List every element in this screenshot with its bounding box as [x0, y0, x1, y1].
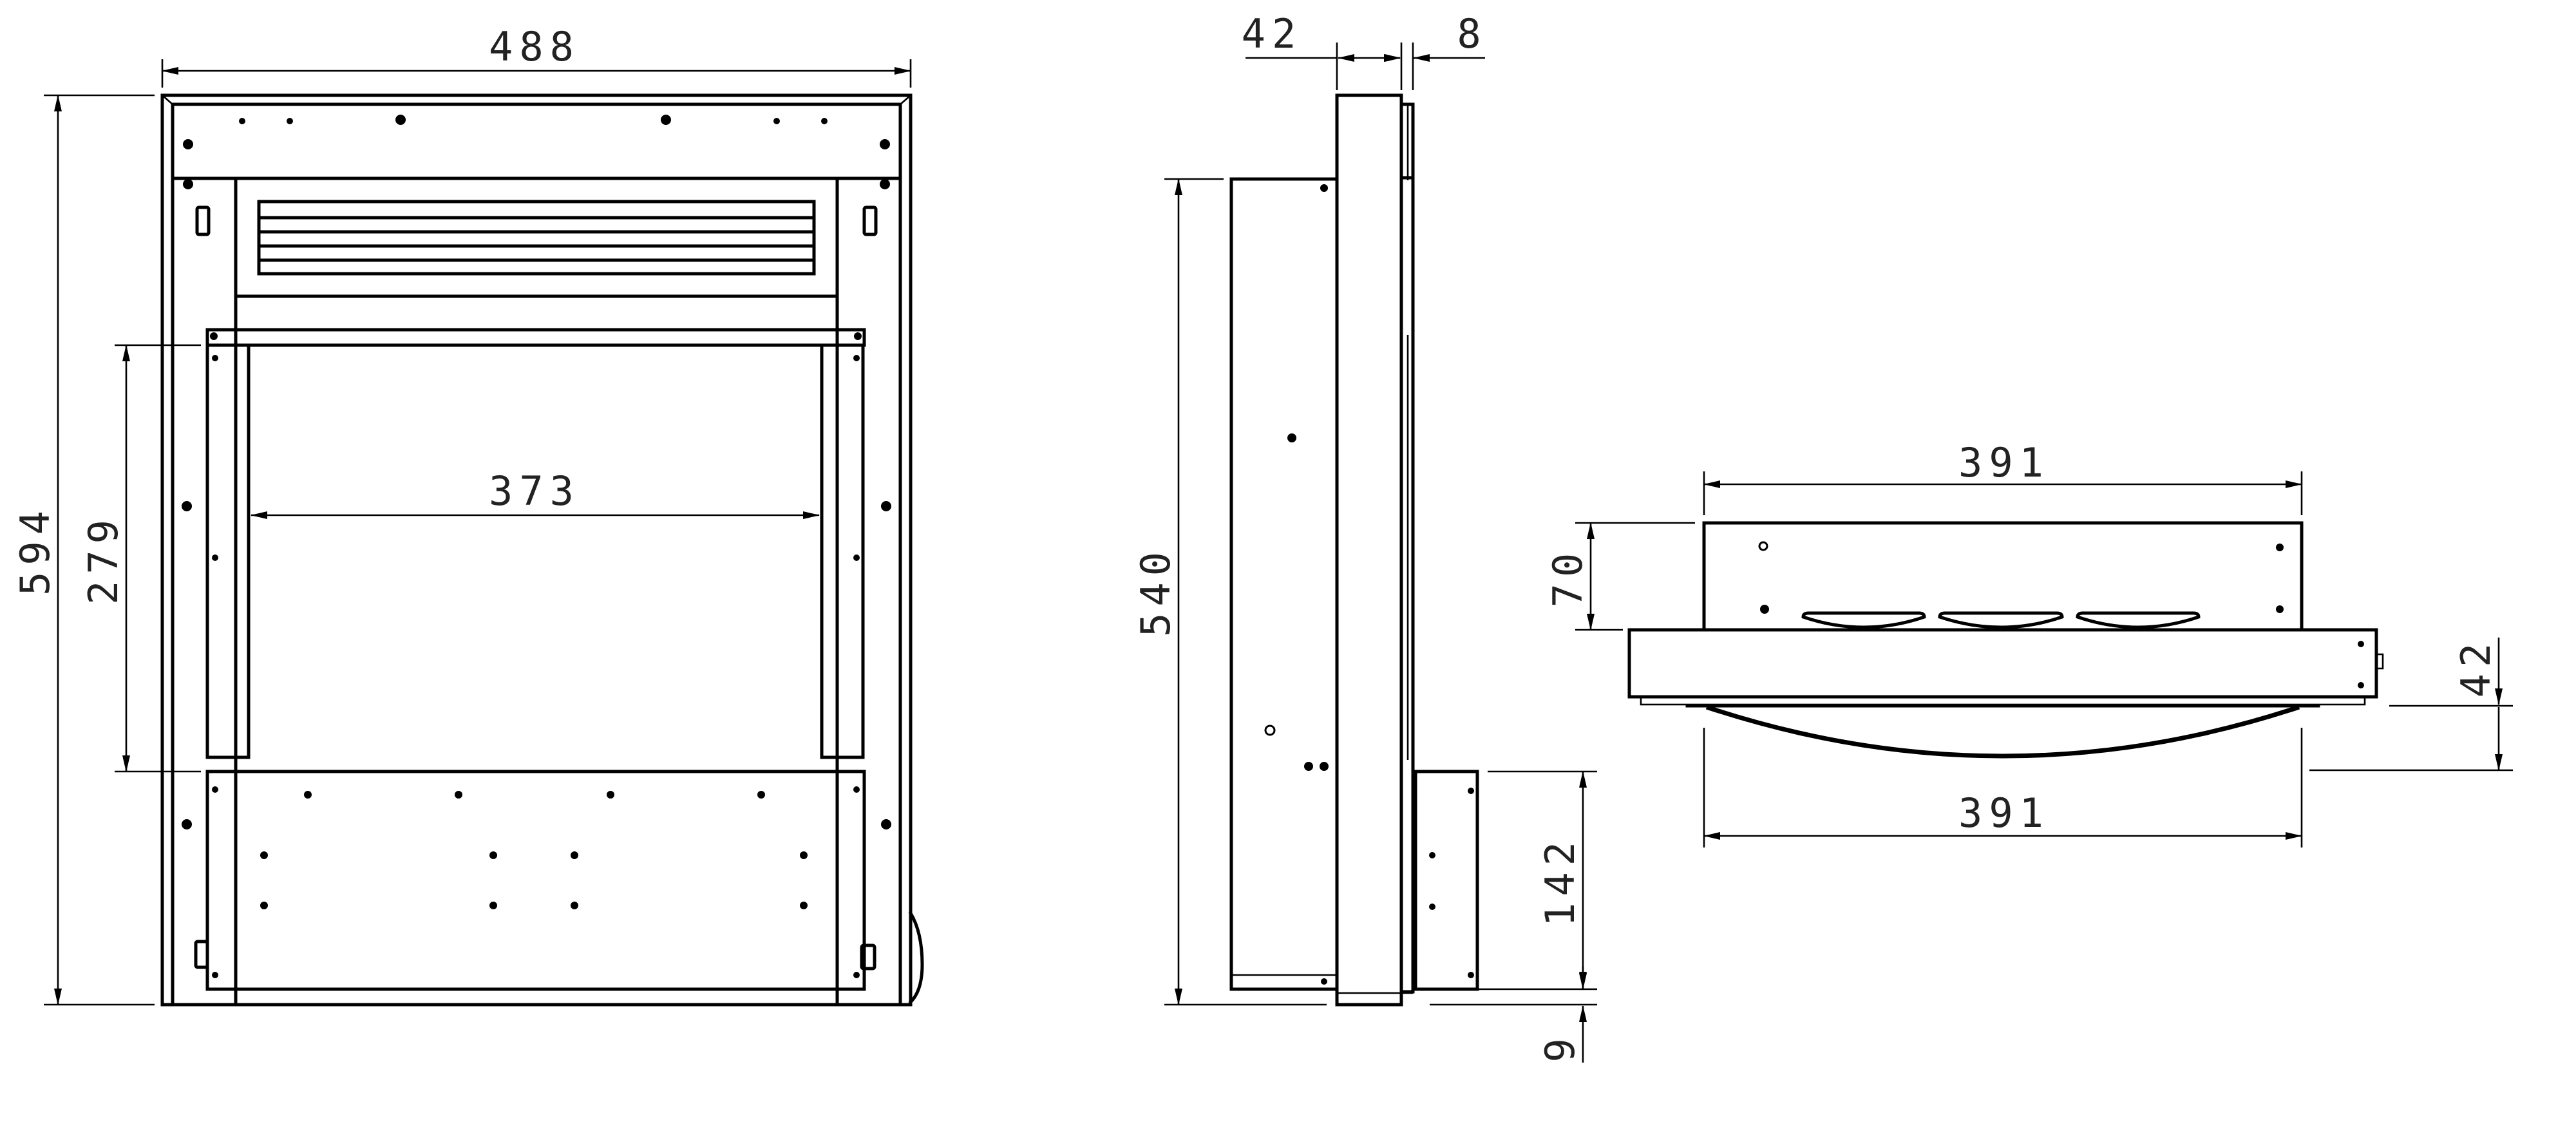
- dimension-top-width-upper: 391: [1703, 439, 2303, 515]
- label-142: 142: [1537, 835, 1584, 927]
- label-391-lower: 391: [1958, 790, 2050, 837]
- switch-cable: [908, 911, 924, 1005]
- label-391-upper: 391: [1958, 439, 2050, 486]
- right-slot: [862, 205, 878, 236]
- vent-slats: [257, 216, 816, 262]
- label-42-side: 42: [1242, 10, 1303, 57]
- side-frame: [1335, 93, 1403, 1007]
- label-594: 594: [12, 504, 59, 596]
- side-bottom-block: [1414, 770, 1479, 991]
- top-fixing-dots: [1758, 541, 2364, 688]
- dimension-side-offset: 9: [1430, 966, 1597, 1063]
- top-fuel-bed: [1801, 611, 2201, 629]
- label-9: 9: [1537, 1032, 1584, 1062]
- label-70: 70: [1544, 547, 1591, 608]
- dimension-top-height: 70: [1544, 522, 1695, 631]
- top-knob: [2375, 653, 2384, 670]
- dimension-side-depth: 42 8: [1242, 10, 1487, 90]
- dimension-top-front-depth: 42: [2309, 637, 2513, 772]
- side-body: [1229, 177, 1339, 991]
- front-right-column: [835, 176, 902, 1007]
- top-frame: [1627, 628, 2378, 699]
- vent-grille: [257, 200, 816, 276]
- label-488: 488: [489, 23, 580, 70]
- top-curved-front: [1705, 705, 2300, 759]
- left-slot: [195, 205, 211, 236]
- front-view: 488 594 279 373: [12, 23, 924, 1007]
- dimension-front-width: 488: [161, 23, 912, 88]
- front-fixing-dots: [182, 115, 891, 978]
- left-lower-slot: [194, 940, 209, 969]
- front-bottom-panel: [205, 770, 866, 991]
- label-373: 373: [489, 468, 580, 515]
- label-8: 8: [1457, 10, 1487, 57]
- side-fixing-dots: [1264, 184, 1474, 985]
- power-switch: [860, 943, 876, 971]
- dimension-side-height: 540: [1132, 178, 1327, 1006]
- dimension-opening-width: 373: [251, 468, 820, 519]
- front-right-post: [820, 343, 865, 759]
- front-outer-frame: [160, 93, 913, 1007]
- front-top-rail: [171, 102, 902, 180]
- dimension-opening-height: 279: [80, 344, 201, 773]
- front-left-column: [171, 176, 238, 1007]
- dimension-top-width-lower: 391: [1703, 728, 2303, 848]
- label-42-top: 42: [2452, 637, 2499, 698]
- front-shelf: [205, 328, 866, 347]
- side-view: 42 8 540 142 9: [1132, 10, 1597, 1063]
- dimension-front-height: 594: [12, 94, 155, 1006]
- dimension-side-bottom: 142: [1430, 770, 1597, 990]
- front-left-post: [205, 343, 251, 759]
- top-view: 391 70 42 391: [1544, 439, 2513, 848]
- label-279: 279: [80, 513, 127, 605]
- label-540: 540: [1132, 545, 1179, 637]
